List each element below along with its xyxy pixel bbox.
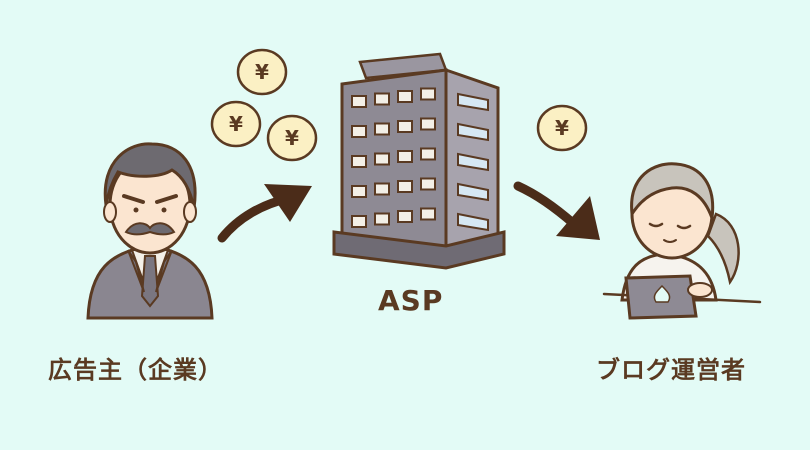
yen-symbol: ¥ bbox=[555, 116, 569, 140]
building-window bbox=[397, 150, 413, 163]
yen-symbol: ¥ bbox=[229, 112, 243, 136]
coin: ¥ bbox=[266, 114, 318, 162]
blogger-hair bbox=[630, 162, 715, 219]
coin: ¥ bbox=[536, 104, 588, 152]
coin: ¥ bbox=[236, 48, 288, 96]
building-window bbox=[374, 92, 390, 106]
yen-symbol: ¥ bbox=[285, 126, 299, 150]
building-window bbox=[420, 207, 436, 221]
building-window bbox=[420, 87, 436, 101]
building-window bbox=[351, 155, 367, 168]
building-window bbox=[457, 182, 489, 202]
coins-blogger-side: ¥ bbox=[536, 104, 588, 152]
building-window bbox=[374, 212, 390, 226]
coins-advertiser-side: ¥ ¥ ¥ bbox=[210, 48, 318, 162]
building-window bbox=[397, 120, 413, 133]
building-window bbox=[351, 215, 367, 228]
arrow-asp-to-blogger bbox=[513, 181, 600, 240]
coin: ¥ bbox=[210, 100, 262, 148]
advertiser-figure bbox=[86, 142, 214, 320]
building-window bbox=[351, 185, 367, 198]
advertiser-label: 広告主（企業） bbox=[48, 356, 223, 384]
building-window bbox=[351, 125, 367, 138]
arrow-advertiser-to-asp bbox=[217, 184, 312, 243]
building-window bbox=[457, 92, 489, 112]
asp-building bbox=[332, 52, 506, 270]
building-window bbox=[457, 122, 489, 142]
building-window bbox=[397, 90, 413, 103]
building-window bbox=[374, 122, 390, 136]
building-window bbox=[420, 117, 436, 131]
advertiser-mustache bbox=[124, 222, 176, 236]
building-window bbox=[420, 177, 436, 191]
building-window bbox=[374, 182, 390, 196]
building-windows-side bbox=[457, 92, 489, 232]
asp-label: ASP bbox=[378, 284, 444, 317]
advertiser-tie bbox=[140, 255, 160, 308]
building-window bbox=[420, 147, 436, 161]
building-windows-front bbox=[351, 87, 436, 228]
building-window bbox=[457, 152, 489, 172]
blogger-label: ブログ運営者 bbox=[596, 356, 746, 384]
blogger-figure bbox=[602, 162, 762, 320]
building-window bbox=[351, 95, 367, 108]
building-window bbox=[457, 212, 489, 232]
building-window bbox=[397, 210, 413, 223]
advertiser-hair bbox=[103, 142, 197, 209]
building-window bbox=[397, 180, 413, 193]
building-window bbox=[374, 152, 390, 166]
yen-symbol: ¥ bbox=[255, 60, 269, 84]
